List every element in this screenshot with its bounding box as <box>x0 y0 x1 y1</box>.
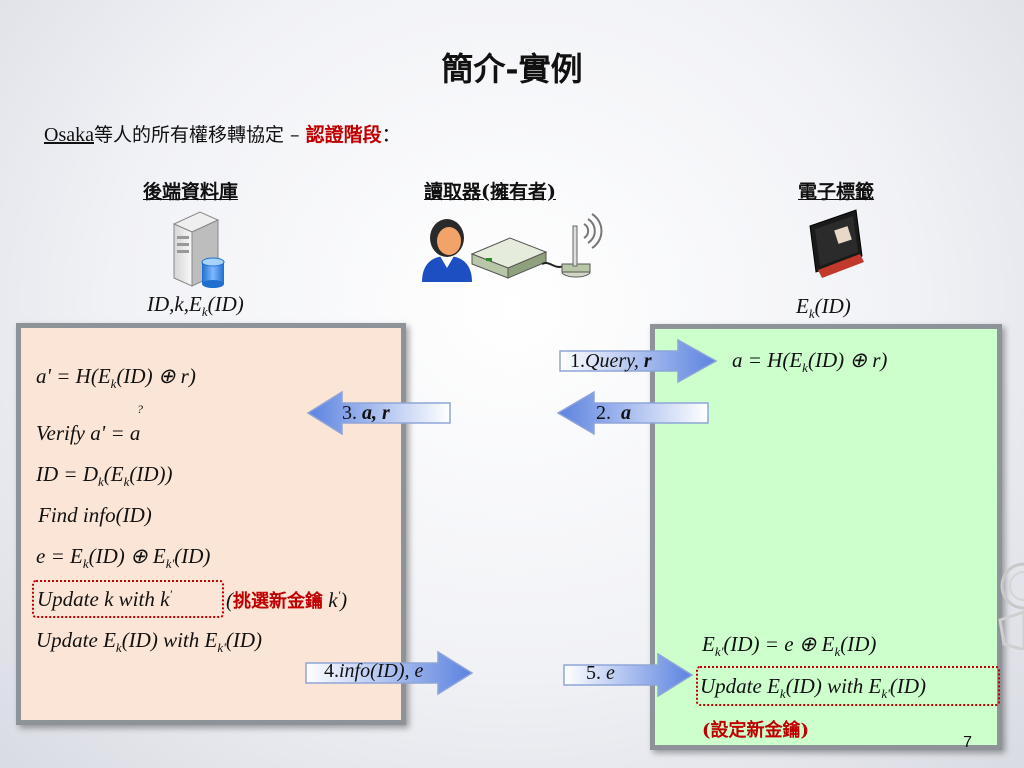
intro-line: Osaka等人的所有權移轉協定 – 認證階段： <box>44 120 401 147</box>
intro-text: 等人的所有權移轉協定 – <box>93 124 306 146</box>
backend-panel <box>16 323 406 725</box>
intro-lead: Osaka <box>44 124 94 146</box>
arrow-info-e: 4.info(ID), e <box>304 650 474 696</box>
step-compute-a-prime: a' = H(Ek(ID) ⊕ r) <box>36 364 196 392</box>
decorative-emblem-icon <box>990 560 1024 652</box>
server-database-icon <box>166 210 228 292</box>
arrow-send-e: 5. e <box>562 652 694 698</box>
step-compute-e: e = Ek(ID) ⊕ Ek'(ID) <box>36 544 211 572</box>
arrow-info-e-label: 4.info(ID), e <box>324 660 424 682</box>
tag-update-highlight <box>696 666 1000 706</box>
choose-new-key-note: (挑選新金鑰 k') <box>226 588 348 612</box>
step-update-encrypted-id: Update Ek(ID) with Ek'(ID) <box>36 628 263 656</box>
step-update-key: Update k with k' <box>37 587 172 611</box>
verify-question-mark: ? <box>137 402 143 416</box>
tag-update-eid: Update Ek(ID) with Ek'(ID) <box>700 674 927 702</box>
tag-compute-a: a = H(Ek(ID) ⊕ r) <box>732 348 888 376</box>
intro-colon: ： <box>381 124 401 146</box>
tag-heading: 電子標籤 <box>798 181 875 203</box>
slide-title: 簡介-實例 <box>441 50 583 88</box>
reader-heading: 讀取器(擁有者) <box>424 181 556 203</box>
arrow-forward-a-r-label: 3. a, r <box>342 402 390 424</box>
page-number: 7 <box>963 734 972 751</box>
rfid-tag-icon <box>804 208 866 280</box>
arrow-query-label: 1.Query, r <box>570 350 652 372</box>
arrow-send-e-label: 5. e <box>586 662 615 684</box>
arrow-forward-a-r: 3. a, r <box>306 390 452 436</box>
update-key-highlight <box>32 580 224 618</box>
set-new-key-note: (設定新金鑰) <box>702 720 810 741</box>
backend-store-label: ID,k,Ek(ID) <box>147 292 244 320</box>
tag-recover-new-eid: Ek'(ID) = e ⊕ Ek(ID) <box>702 632 877 660</box>
antenna-icon <box>540 208 612 282</box>
arrow-response-a-label: 2. a <box>596 402 631 424</box>
tag-panel <box>650 324 1002 750</box>
tag-store-label: Ek(ID) <box>796 294 851 322</box>
backend-heading: 後端資料庫 <box>143 181 239 203</box>
step-decrypt-id: ID = Dk(Ek(ID)) <box>36 462 173 490</box>
reader-device-icon <box>470 236 550 282</box>
intro-highlight: 認證階段 <box>305 124 382 146</box>
step-find-info: Find info(ID) <box>38 503 152 527</box>
arrow-response-a: 2. a <box>556 390 710 436</box>
arrow-query: 1.Query, r <box>558 338 718 384</box>
person-icon <box>418 212 476 282</box>
step-verify: Verify a' = a <box>36 421 141 445</box>
